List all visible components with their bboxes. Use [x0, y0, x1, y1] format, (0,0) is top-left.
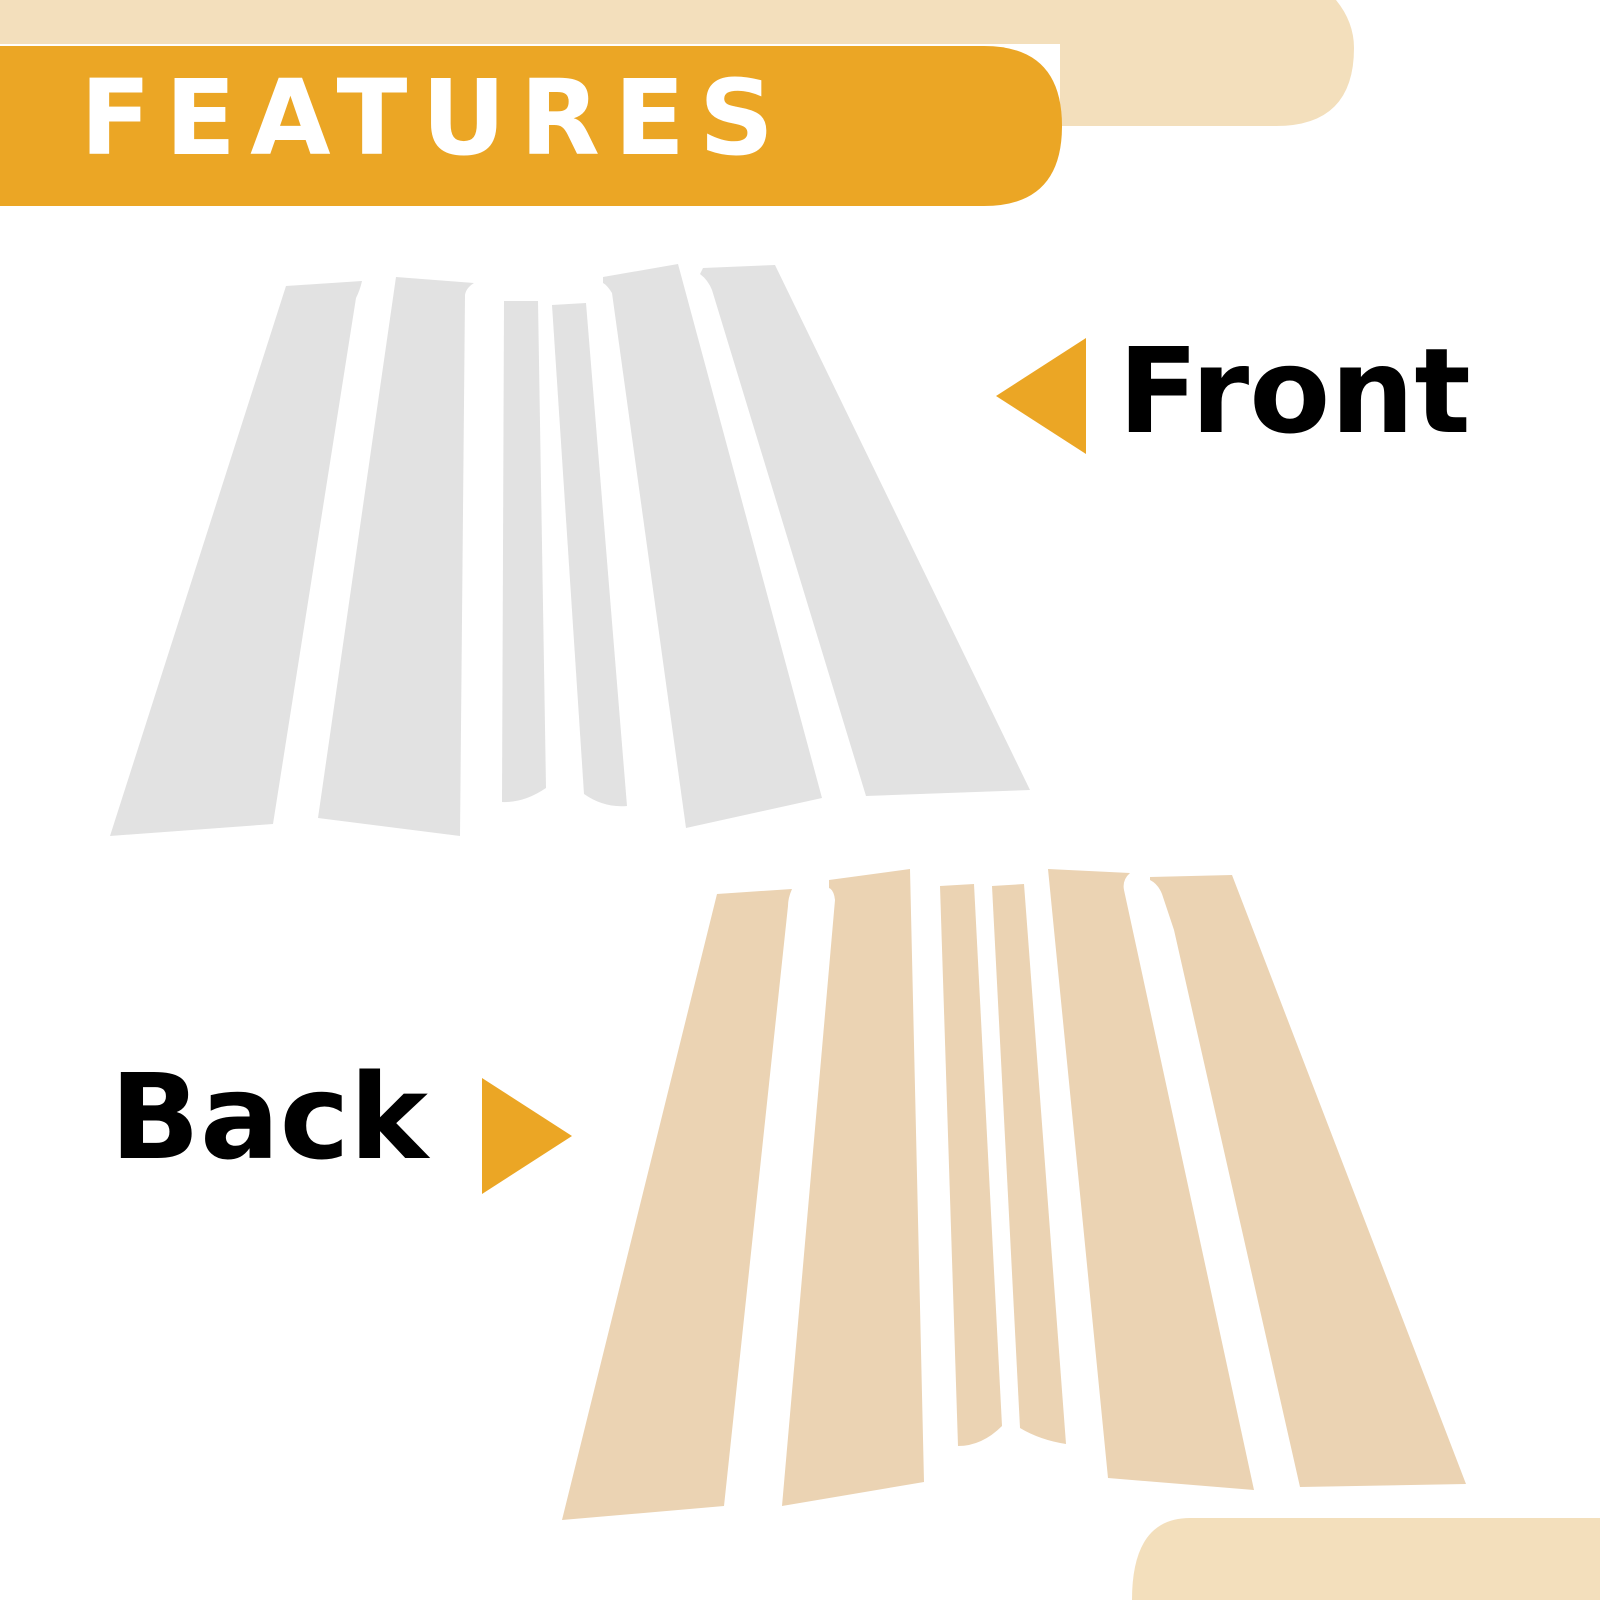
back-piece-2	[782, 869, 924, 1506]
back-pieces	[562, 869, 1466, 1520]
back-piece-4	[992, 884, 1066, 1444]
front-piece-6	[700, 265, 1030, 796]
bottom-pale-band	[1132, 1518, 1600, 1600]
back-piece-3	[940, 884, 1002, 1446]
top-pale-band	[0, 0, 1354, 126]
front-piece-2	[318, 277, 474, 836]
heading-banner	[0, 46, 1062, 206]
front-piece-4	[552, 303, 627, 807]
back-piece-1	[562, 889, 792, 1520]
back-label: Back	[110, 1048, 428, 1186]
front-piece-3	[502, 301, 546, 803]
back-piece-5	[1048, 869, 1254, 1490]
front-arrow-icon	[996, 338, 1086, 454]
back-piece-6	[1150, 875, 1466, 1487]
page-title: FEATURES	[80, 57, 788, 179]
front-label: Front	[1118, 322, 1471, 460]
back-arrow-icon	[482, 1078, 572, 1194]
front-piece-5	[603, 264, 822, 828]
front-piece-1	[110, 281, 362, 836]
front-pieces	[110, 264, 1030, 836]
